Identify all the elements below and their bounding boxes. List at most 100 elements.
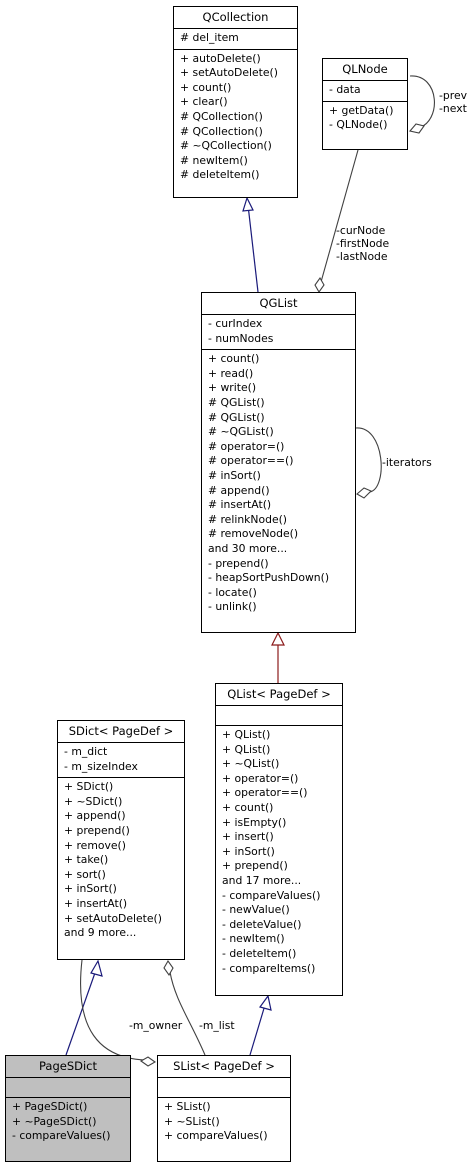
class-pagesdict[interactable]: PageSDict + PageSDict() + ~PageSDict() -…	[5, 1055, 131, 1162]
method: + operator==()	[222, 786, 308, 800]
method: + write()	[208, 381, 257, 395]
class-title: SDict< PageDef >	[68, 724, 174, 738]
edge-m-owner	[80, 959, 146, 1061]
method: + ~PageSDict()	[12, 1114, 97, 1128]
method: + inSort()	[64, 882, 117, 896]
method: + QList()	[222, 742, 271, 756]
method: # relinkNode()	[208, 512, 288, 526]
method: + isEmpty()	[222, 815, 287, 829]
method: + count()	[208, 352, 260, 366]
edge-label-m-owner: -m_owner	[129, 1019, 183, 1032]
method: + compareValues()	[164, 1129, 268, 1143]
method: + count()	[180, 80, 232, 94]
method: - deleteValue()	[222, 917, 302, 931]
class-title: PageSDict	[38, 1059, 98, 1073]
inheritance-arrowhead	[259, 994, 272, 1011]
attribute: # del_item	[180, 31, 239, 44]
edge-label-m-list: -m_list	[199, 1019, 235, 1032]
aggregation-diamond	[408, 123, 425, 134]
method: - deleteItem()	[222, 946, 297, 960]
class-attributes: - curIndex - numNodes	[202, 314, 355, 349]
aggregation-diamond	[356, 487, 372, 499]
class-title: QLNode	[342, 62, 388, 76]
method: + read()	[208, 366, 254, 380]
method: and 9 more...	[64, 926, 137, 940]
attribute: - data	[329, 83, 361, 96]
method: # operator==()	[208, 454, 294, 468]
class-methods: + getData() - QLNode()	[323, 100, 407, 136]
method: # ~QCollection()	[180, 139, 272, 153]
class-title: QList< PageDef >	[227, 687, 331, 701]
method: + operator=()	[222, 771, 299, 785]
class-qlist[interactable]: QList< PageDef > + QList() + QList() + ~…	[215, 683, 343, 996]
edge-pagesdict-sdict	[65, 969, 97, 1056]
method: + setAutoDelete()	[180, 66, 278, 80]
method: + PageSDict()	[12, 1100, 88, 1113]
class-sdict[interactable]: SDict< PageDef > - m_dict - m_sizeIndex …	[57, 720, 185, 960]
class-slist[interactable]: SList< PageDef > + SList() + ~SList() + …	[157, 1055, 291, 1162]
method: + ~SList()	[164, 1114, 220, 1128]
class-methods: + SList() + ~SList() + compareValues()	[158, 1097, 290, 1147]
class-attributes: - m_dict - m_sizeIndex	[58, 742, 184, 777]
method: + ~SDict()	[64, 794, 123, 808]
method: + prepend()	[222, 859, 288, 873]
class-attributes	[158, 1077, 290, 1097]
method: + ~QList()	[222, 757, 280, 771]
class-title: QGList	[259, 296, 298, 310]
class-attributes: - data	[323, 80, 407, 101]
class-qcollection[interactable]: QCollection # del_item + autoDelete() + …	[173, 6, 298, 198]
class-methods: + count() + read() + write() # QGList() …	[202, 349, 355, 618]
edge-label-prev-next: -prev -next	[439, 89, 467, 115]
edge-label-curnode: -curNode -firstNode -lastNode	[336, 224, 390, 263]
class-methods: + SDict() + ~SDict() + append() + prepen…	[58, 777, 184, 944]
method: # removeNode()	[208, 527, 299, 541]
method: # operator=()	[208, 439, 285, 453]
aggregation-diamond	[314, 276, 325, 294]
attribute: - m_sizeIndex	[64, 759, 138, 773]
method: + insert()	[222, 830, 274, 844]
class-attributes: # del_item	[174, 28, 297, 49]
edge-qglist-qcollection	[247, 204, 259, 293]
class-qglist[interactable]: QGList - curIndex - numNodes + count() +…	[201, 292, 356, 633]
method: - newItem()	[222, 932, 285, 946]
class-qlnode[interactable]: QLNode - data + getData() - QLNode()	[322, 58, 408, 150]
edge-slist-qlist	[249, 1004, 266, 1056]
method: # deleteItem()	[180, 168, 260, 182]
method: # QCollection()	[180, 109, 263, 123]
aggregation-diamond	[139, 1056, 157, 1067]
method: - prepend()	[208, 556, 269, 570]
inheritance-arrowhead	[271, 631, 285, 646]
method: # inSort()	[208, 468, 261, 482]
method: # QGList()	[208, 410, 265, 424]
method: # QCollection()	[180, 124, 263, 138]
method: + autoDelete()	[180, 51, 261, 65]
aggregation-diamond	[163, 959, 174, 977]
method: + count()	[222, 800, 274, 814]
method: - compareValues()	[12, 1129, 111, 1143]
attribute: - numNodes	[208, 331, 274, 345]
attribute: - curIndex	[208, 317, 263, 330]
method: + take()	[64, 853, 109, 867]
method: - compareValues()	[222, 888, 321, 902]
edge-qlnode-qglist	[320, 149, 359, 283]
attribute: - m_dict	[64, 745, 108, 758]
method: - unlink()	[208, 600, 257, 614]
method: + SDict()	[64, 780, 114, 794]
method: + append()	[64, 809, 126, 823]
class-title: QCollection	[202, 10, 269, 24]
method: + sort()	[64, 867, 106, 881]
method: + prepend()	[64, 823, 130, 837]
method: and 17 more...	[222, 873, 302, 887]
inheritance-arrowhead	[242, 196, 254, 212]
method: + remove()	[64, 838, 126, 852]
method: and 30 more...	[208, 541, 288, 555]
method: - locate()	[208, 585, 257, 599]
method: + getData()	[329, 103, 394, 117]
edge-qlnode-self	[409, 75, 435, 129]
class-title: SList< PageDef >	[173, 1059, 275, 1073]
method: + inSort()	[222, 844, 275, 858]
method: # QGList()	[208, 395, 265, 409]
method: # newItem()	[180, 153, 248, 167]
method: - newValue()	[222, 903, 290, 917]
